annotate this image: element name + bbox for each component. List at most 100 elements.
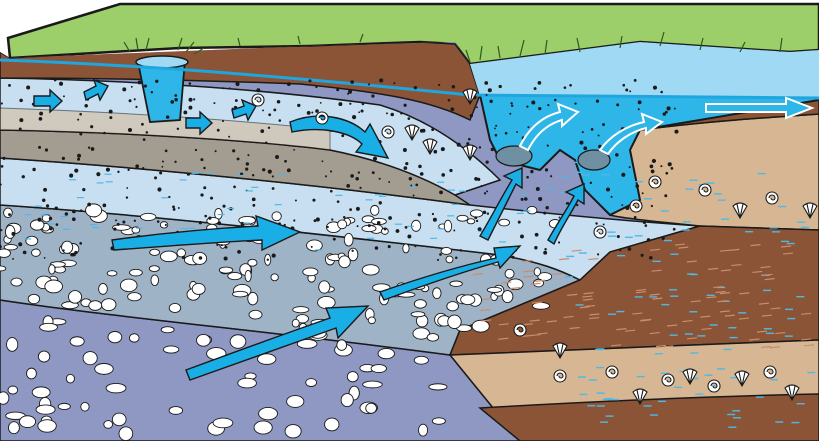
pebble — [450, 281, 462, 286]
sand-grain — [379, 178, 381, 180]
sand-grain — [535, 233, 539, 237]
pebble — [457, 215, 468, 221]
sand-grain — [438, 84, 440, 86]
sand-grain — [625, 206, 629, 210]
sand-grain — [545, 206, 548, 209]
sand-grain — [420, 172, 424, 176]
sand-grain — [216, 244, 218, 246]
pebble — [368, 317, 375, 324]
sand-grain — [162, 161, 164, 163]
sand-grain — [603, 223, 605, 225]
sand-grain — [660, 91, 663, 94]
sand-grain — [203, 186, 206, 189]
pebble — [344, 233, 353, 246]
sand-grain — [113, 227, 116, 230]
sand-grain — [643, 221, 646, 224]
pebble — [169, 407, 183, 415]
pebble — [128, 293, 142, 301]
sand-grain — [165, 224, 167, 226]
pebble — [339, 256, 351, 268]
sand-grain — [189, 82, 192, 85]
sand-grain — [225, 246, 228, 249]
pebble — [245, 270, 251, 281]
sand-grain — [441, 173, 445, 177]
pebble — [414, 300, 426, 309]
sand-grain — [43, 188, 47, 192]
sand-grain — [103, 204, 107, 208]
sand-grain — [351, 250, 353, 252]
sand-grain — [8, 213, 11, 216]
sand-grain — [165, 150, 168, 153]
sand-grain — [621, 204, 623, 206]
sand-grain — [591, 128, 594, 131]
sand-grain — [422, 129, 426, 133]
sand-grain — [384, 228, 387, 231]
sand-grain — [653, 86, 657, 90]
sand-grain — [673, 228, 676, 231]
pebble — [197, 334, 211, 346]
pebble — [27, 368, 37, 379]
sand-grain — [32, 168, 35, 171]
sand-grain — [200, 158, 203, 161]
sand-grain — [74, 169, 78, 173]
sand-grain — [19, 127, 22, 130]
pebble — [107, 271, 117, 276]
pebble — [106, 383, 126, 392]
sand-grain — [49, 227, 52, 230]
sand-grain — [260, 129, 264, 133]
sand-grain — [450, 107, 454, 111]
sand-grain — [157, 187, 161, 191]
sand-grain — [96, 172, 100, 176]
sand-grain — [63, 95, 65, 97]
sand-grain — [441, 147, 445, 151]
sand-grain — [403, 148, 407, 152]
sand-grain — [470, 114, 473, 117]
sand-grain — [606, 187, 610, 191]
sand-grain — [252, 197, 256, 201]
sand-grain — [252, 204, 255, 207]
pebble — [271, 274, 278, 281]
sand-grain — [474, 216, 477, 219]
sand-grain — [635, 184, 639, 188]
sand-grain — [388, 245, 391, 248]
sand-grain — [484, 81, 488, 85]
sand-grain — [235, 99, 238, 102]
pebble — [129, 269, 142, 276]
sand-grain — [530, 170, 533, 173]
pebble — [213, 418, 233, 428]
sand-grain — [59, 82, 63, 86]
sand-grain — [415, 183, 418, 186]
sand-grain — [468, 138, 471, 141]
sand-grain — [661, 237, 664, 240]
sand-grain — [56, 223, 59, 226]
sand-grain — [418, 165, 422, 169]
sand-grain — [262, 168, 265, 171]
sand-grain — [79, 242, 82, 245]
pebble — [119, 427, 133, 441]
sand-grain — [275, 155, 279, 159]
sand-grain — [246, 162, 249, 165]
sand-grain — [516, 131, 518, 133]
sand-grain — [122, 220, 125, 223]
pebble — [411, 312, 425, 317]
pebble — [366, 403, 377, 413]
pebble — [470, 210, 482, 217]
sand-grain — [213, 102, 215, 104]
sand-grain — [361, 110, 364, 113]
pebble — [151, 275, 159, 286]
sand-grain — [558, 241, 560, 243]
sand-grain — [439, 253, 442, 256]
sand-grain — [277, 100, 281, 104]
sand-grain — [333, 238, 336, 241]
sand-grain — [660, 165, 662, 167]
pebble — [32, 387, 50, 398]
sand-grain — [368, 83, 370, 85]
sand-grain — [547, 145, 549, 147]
pebble — [337, 340, 347, 351]
sand-grain — [538, 81, 542, 85]
sand-grain — [79, 113, 82, 116]
sand-grain — [232, 149, 235, 152]
sand-grain — [161, 166, 163, 168]
sand-grain — [349, 103, 351, 105]
sand-grain — [477, 178, 480, 181]
